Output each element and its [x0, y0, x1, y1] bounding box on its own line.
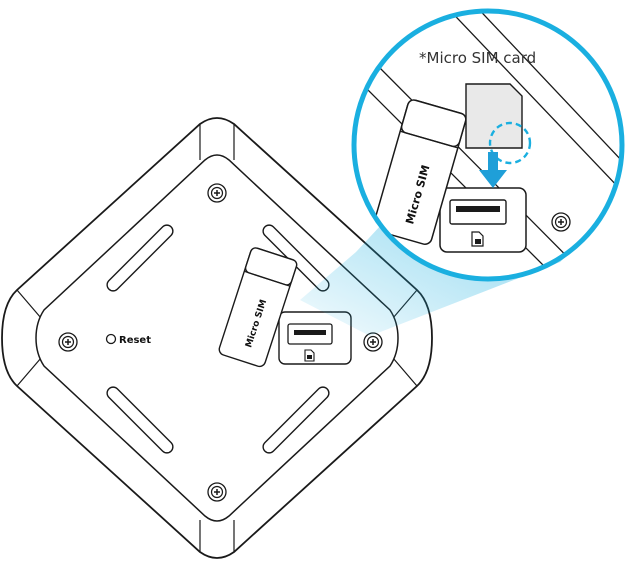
zoom-sim-slot [440, 188, 526, 252]
micro-sim-card-label: *Micro SIM card [419, 49, 536, 67]
reset-label: Reset [119, 335, 151, 346]
screw-icon [552, 213, 570, 231]
screw-icon [59, 333, 77, 351]
screw-icon [208, 184, 226, 202]
screw-icon [208, 483, 226, 501]
reset-button-icon[interactable] [107, 335, 116, 344]
screw-icon [364, 333, 382, 351]
sim-slot-icon [472, 232, 483, 246]
sim-slot-icon [305, 350, 314, 361]
